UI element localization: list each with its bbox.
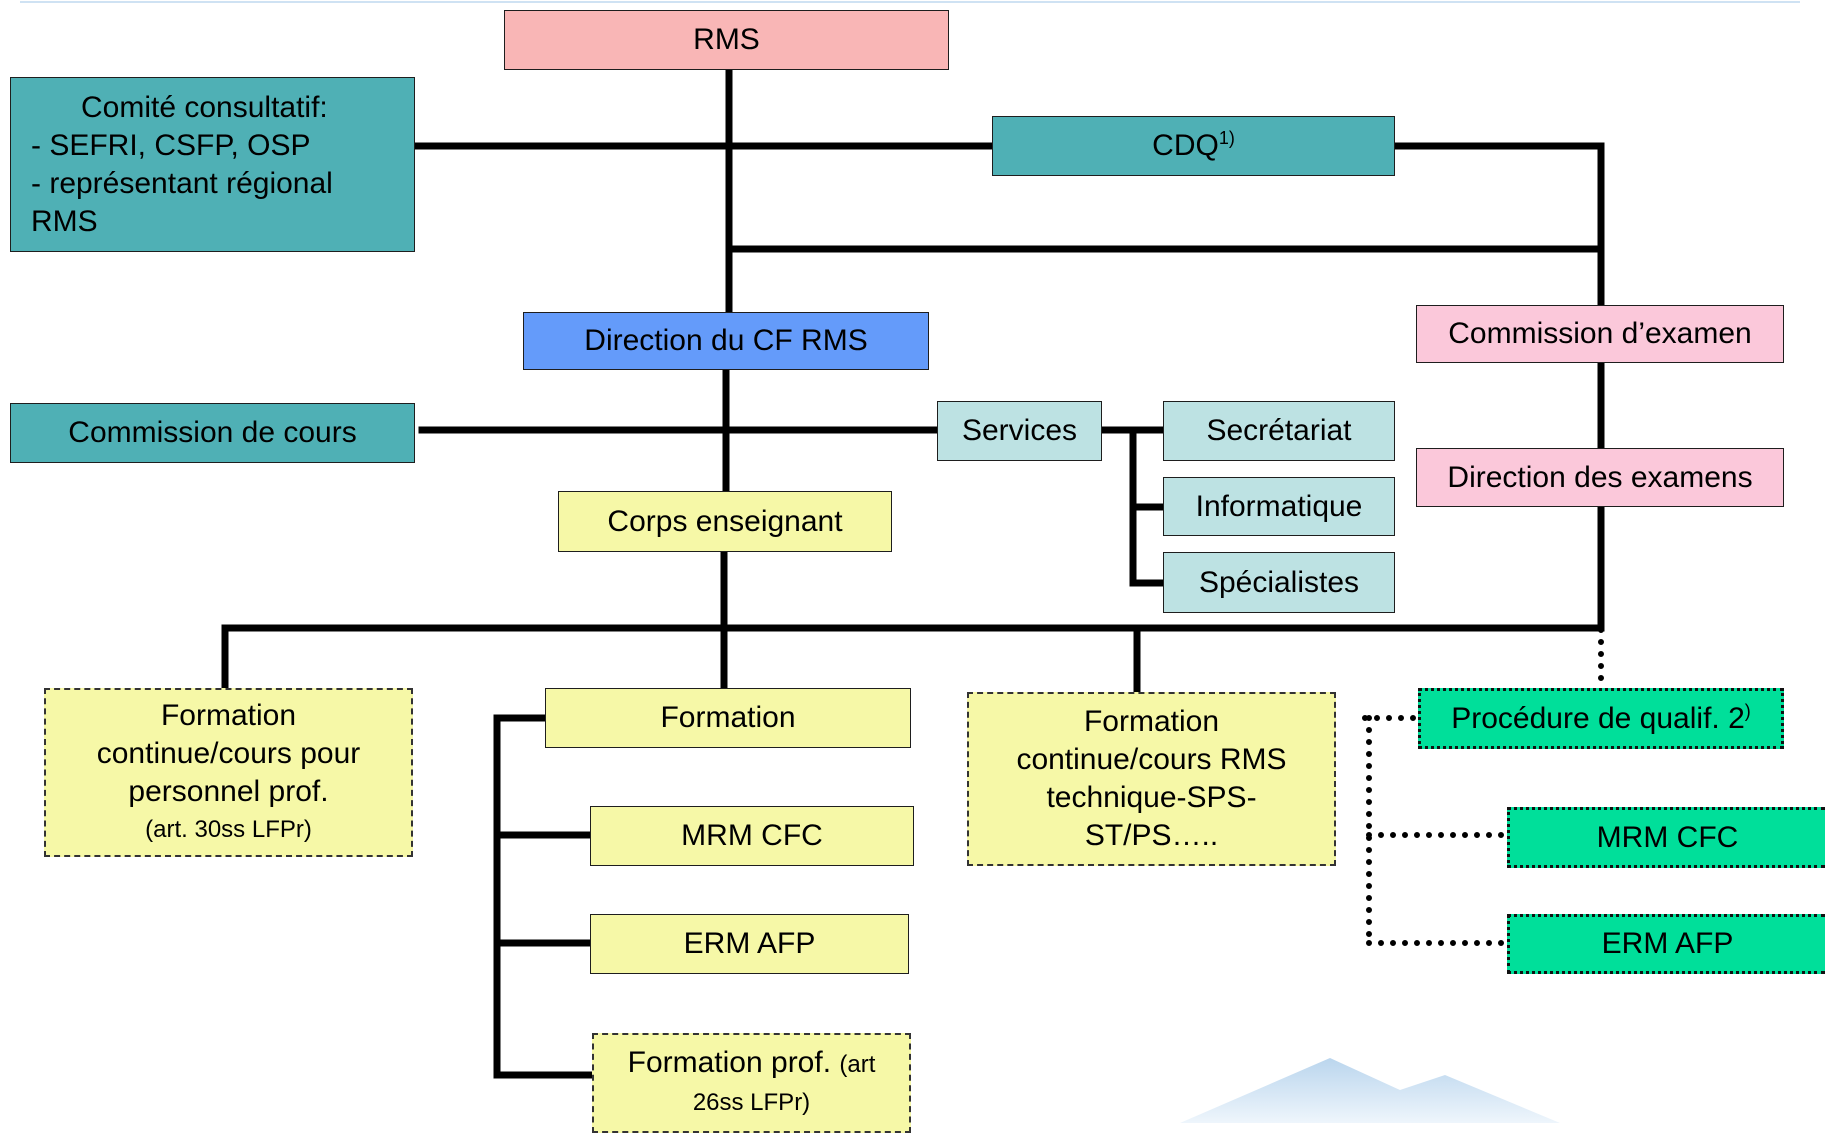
mrm-cfc-qualif-box: MRM CFC bbox=[1507, 807, 1825, 868]
comite-consultatif-box: Comité consultatif: - SEFRI, CSFP, OSP -… bbox=[10, 77, 415, 252]
rms-box: RMS bbox=[504, 10, 949, 70]
erm-afp-label: ERM AFP bbox=[683, 927, 816, 960]
commission-cours-label: Commission de cours bbox=[68, 416, 357, 449]
mrm-cfc-label: MRM CFC bbox=[681, 819, 823, 852]
fc-personnel-line-3: personnel prof. bbox=[128, 774, 329, 808]
mountain-watermark bbox=[1180, 1058, 1560, 1123]
cdq-footnote: 1) bbox=[1218, 128, 1235, 148]
rms-label: RMS bbox=[693, 23, 760, 56]
informatique-label: Informatique bbox=[1195, 489, 1363, 523]
direction-cf-label: Direction du CF RMS bbox=[584, 324, 868, 357]
formation-prof-art: (art bbox=[839, 1051, 876, 1078]
mrm-cfc-box: MRM CFC bbox=[590, 806, 914, 866]
fc-personnel-line-1: Formation bbox=[160, 698, 297, 732]
procedure-qualif-label: Procédure de qualif. 2) bbox=[1451, 700, 1751, 735]
cdq-label: CDQ1) bbox=[1152, 128, 1235, 162]
direction-cf-box: Direction du CF RMS bbox=[523, 312, 929, 370]
fc-rms-line-1: Formation bbox=[1083, 705, 1220, 738]
comite-line-4: RMS bbox=[31, 204, 98, 238]
commission-cours-box: Commission de cours bbox=[10, 403, 415, 463]
formation-continue-rms-box: Formation continue/cours RMS technique-S… bbox=[967, 692, 1336, 866]
fc-rms-line-3: technique-SPS- bbox=[1046, 781, 1257, 814]
erm-afp-qualif-label: ERM AFP bbox=[1601, 927, 1734, 960]
services-label: Services bbox=[961, 414, 1078, 447]
formation-continue-personnel-box: Formation continue/cours pour personnel … bbox=[44, 688, 413, 857]
comite-line-1: Comité consultatif: bbox=[81, 90, 328, 124]
formation-box: Formation bbox=[545, 688, 911, 748]
comite-line-2: - SEFRI, CSFP, OSP bbox=[31, 128, 311, 162]
corps-enseignant-label: Corps enseignant bbox=[607, 504, 843, 538]
erm-afp-box: ERM AFP bbox=[590, 914, 909, 974]
mrm-cfc-qualif-label: MRM CFC bbox=[1596, 820, 1739, 854]
formation-prof-line-2: 26ss LFPr) bbox=[692, 1089, 811, 1116]
commission-examen-label: Commission d’examen bbox=[1448, 317, 1752, 350]
secretariat-box: Secrétariat bbox=[1163, 401, 1395, 461]
formation-label: Formation bbox=[660, 701, 796, 734]
cdq-box: CDQ1) bbox=[992, 116, 1395, 176]
fc-rms-line-4: ST/PS….. bbox=[1084, 819, 1219, 852]
secretariat-label: Secrétariat bbox=[1206, 414, 1352, 447]
formation-prof-line-1: Formation prof. (art bbox=[627, 1046, 876, 1079]
procedure-qualif-box: Procédure de qualif. 2) bbox=[1418, 688, 1784, 749]
corps-enseignant-box: Corps enseignant bbox=[558, 491, 892, 552]
procedure-footnote: ) bbox=[1744, 700, 1751, 721]
direction-examens-box: Direction des examens bbox=[1416, 448, 1784, 507]
comite-line-3: - représentant régional bbox=[31, 166, 333, 200]
fc-personnel-line-4: (art. 30ss LFPr) bbox=[145, 815, 312, 843]
fc-personnel-line-2: continue/cours pour bbox=[96, 736, 361, 770]
informatique-box: Informatique bbox=[1163, 477, 1395, 536]
direction-examens-label: Direction des examens bbox=[1447, 460, 1753, 494]
fc-rms-line-2: continue/cours RMS bbox=[1016, 743, 1287, 776]
services-box: Services bbox=[937, 401, 1102, 461]
specialistes-box: Spécialistes bbox=[1163, 552, 1395, 613]
formation-prof-box: Formation prof. (art 26ss LFPr) bbox=[592, 1033, 911, 1133]
commission-examen-box: Commission d’examen bbox=[1416, 305, 1784, 363]
specialistes-label: Spécialistes bbox=[1198, 565, 1360, 599]
erm-afp-qualif-box: ERM AFP bbox=[1507, 914, 1825, 974]
